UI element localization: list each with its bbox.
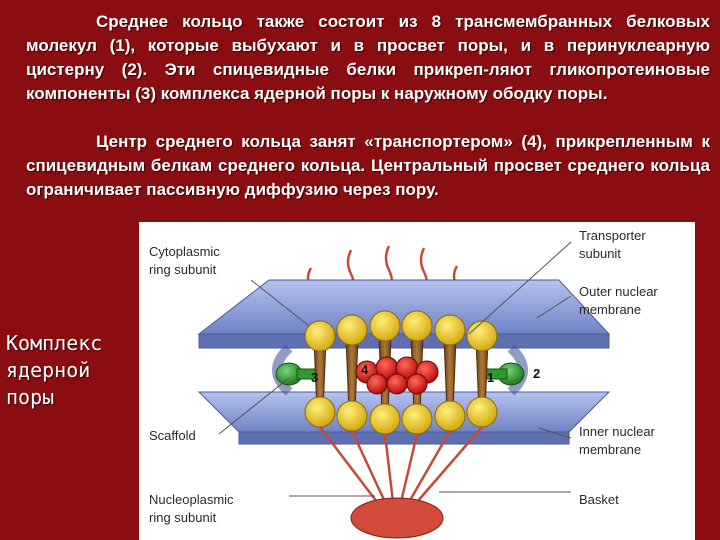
basket-ring <box>350 497 444 539</box>
label-outer-2: membrane <box>579 302 641 317</box>
nuclear-pore-diagram: Cytoplasmic ring subunit Transporter sub… <box>149 228 658 539</box>
outer-nuclear-membrane <box>197 279 611 349</box>
label-outer-1: Outer nuclear <box>579 284 658 299</box>
glycoprotein-anchors <box>275 362 525 386</box>
nucleoplasmic-ring <box>304 396 498 435</box>
label-transporter-2: subunit <box>579 246 621 261</box>
leader-lines <box>218 241 572 497</box>
label-cytoplasmic-2: ring subunit <box>149 262 217 277</box>
side-caption: Комплекс ядерной поры <box>6 330 126 411</box>
marker-4: 4 <box>361 362 369 377</box>
basket-filaments <box>319 426 483 503</box>
cytoplasmic-ring <box>304 310 498 352</box>
label-transporter-1: Transporter <box>579 228 646 243</box>
side-caption-line-3: поры <box>6 385 55 409</box>
side-caption-line-2: ядерной <box>6 358 91 382</box>
marker-1: 1 <box>487 370 494 385</box>
label-basket: Basket <box>579 492 619 507</box>
label-nucleoplasmic-2: ring subunit <box>149 510 217 525</box>
side-caption-line-1: Комплекс <box>6 331 103 355</box>
label-inner-1: Inner nuclear <box>579 424 656 439</box>
nuclear-pore-figure: Cytoplasmic ring subunit Transporter sub… <box>139 222 695 540</box>
label-scaffold: Scaffold <box>149 428 196 443</box>
label-cytoplasmic-1: Cytoplasmic <box>149 244 220 259</box>
label-nucleoplasmic-1: Nucleoplasmic <box>149 492 234 507</box>
paragraph-2: Центр среднего кольца занят «транспортер… <box>26 132 710 199</box>
label-inner-2: membrane <box>579 442 641 457</box>
paragraph-1: Среднее кольцо также состоит из 8 трансм… <box>26 12 710 103</box>
transporter <box>355 356 439 395</box>
marker-2: 2 <box>533 366 540 381</box>
marker-3: 3 <box>311 370 318 385</box>
